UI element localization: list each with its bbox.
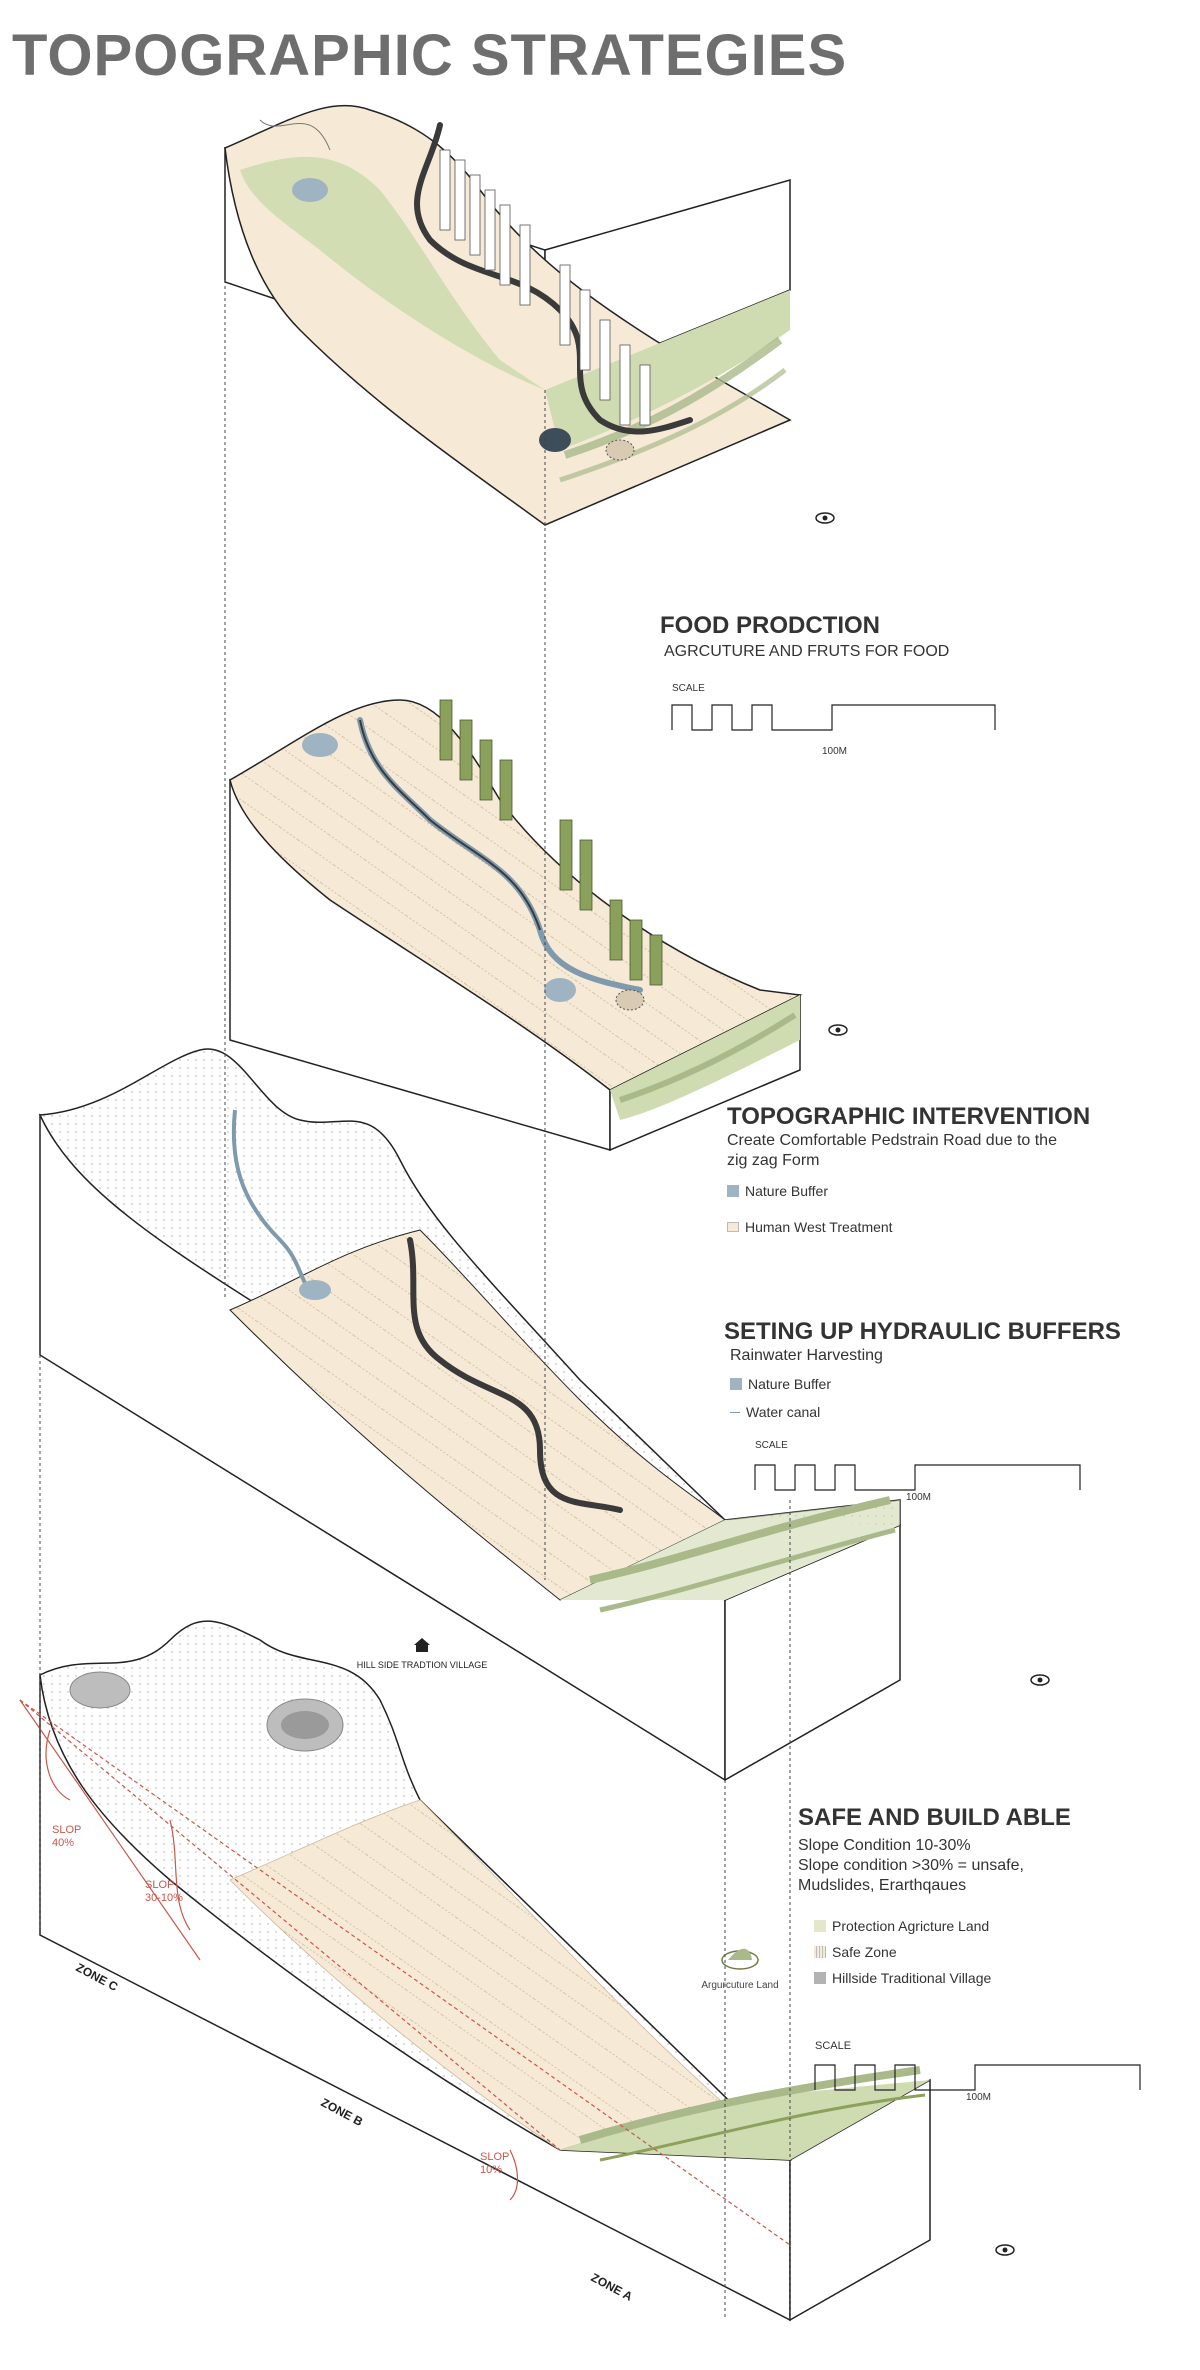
food-scale-distance: 100M: [822, 746, 848, 757]
safe-scale-label: SCALE: [815, 2040, 852, 2052]
legend-label: Nature Buffer: [748, 1376, 832, 1392]
block3-road: [407, 1237, 623, 1513]
scale-bar-2: [754, 1464, 1081, 1491]
zone-a-label: ZONE A: [589, 2270, 636, 2304]
hydraulic-scale-distance: 100M: [906, 1492, 932, 1503]
food-subtitle: AGRCUTURE AND FRUTS FOR FOOD: [664, 643, 950, 660]
slope-40-label-2: 40%: [52, 1837, 74, 1849]
legend-human-west: Human West Treatment: [727, 1219, 1187, 1235]
nature-buffer-swatch: [727, 1185, 739, 1197]
block2-buildings: [439, 699, 663, 986]
slope-30-label-2: 30-10%: [145, 1892, 183, 1904]
eye-icon: [815, 512, 835, 524]
safe-line-1: Slope Condition 10-30%: [798, 1837, 971, 1854]
slope-10-label-2: 10%: [480, 2164, 502, 2176]
legend-label: Nature Buffer: [745, 1183, 829, 1199]
legend-label: Protection Agricture Land: [832, 1918, 990, 1934]
legend-label: Water canal: [746, 1404, 821, 1420]
block2-terrain: [229, 699, 803, 1091]
protection-swatch: [814, 1920, 826, 1932]
legend-nature-buffer-2: Nature Buffer: [730, 1376, 1194, 1392]
safe-line-3: Mudslides, Erarthqaues: [798, 1877, 967, 1894]
food-heading: FOOD PRODCTION: [660, 612, 880, 639]
intervention-heading: TOPOGRAPHIC INTERVENTION: [727, 1103, 1091, 1130]
nature-buffer-swatch: [730, 1378, 742, 1390]
block1-orchard: [240, 156, 545, 390]
village-label: HILL SIDE TRADTION VILLAGE: [357, 1660, 488, 1670]
page-title: TOPOGRAPHIC STRATEGIES: [12, 23, 848, 88]
food-scale-label: SCALE: [672, 683, 705, 694]
projection-lines: [39, 280, 791, 2320]
safe-line-2: Slope condition >30% = unsafe,: [798, 1857, 1024, 1874]
agriculture-label: Argurcuture Land: [701, 1980, 778, 1991]
block1-reservoir: [539, 428, 571, 452]
legend-nature-buffer: Nature Buffer: [727, 1183, 1187, 1199]
block4-village-zone: [69, 1671, 131, 1709]
block-intervention: [38, 1048, 1050, 1782]
intervention-subtitle-1: Create Comfortable Pedstrain Road due to…: [727, 1132, 1057, 1149]
hillside-swatch: [814, 1972, 826, 1984]
block1-buildings: [439, 149, 651, 426]
slope-lines: [19, 1699, 791, 2246]
slope-30-label-1: SLOP: [145, 1879, 174, 1891]
hydraulic-section: SETING UP HYDRAULIC BUFFERS Rainwater Ha…: [724, 1318, 1194, 1420]
scale-bar-3: [814, 2064, 1141, 2091]
slope-40-label-1: SLOP: [52, 1824, 81, 1836]
intervention-section: TOPOGRAPHIC INTERVENTION Create Comforta…: [727, 1103, 1187, 1235]
eye-icon-4: [995, 2244, 1015, 2256]
safe-heading: SAFE AND BUILD ABLE: [798, 1804, 1071, 1831]
block-hydraulic: [229, 699, 848, 1152]
legend-label: Human West Treatment: [745, 1219, 893, 1235]
scale-bar-1: [671, 704, 996, 731]
block1-pond: [292, 178, 328, 202]
legend-label: Hillside Traditional Village: [832, 1970, 992, 1986]
block4-safe-zone: [229, 1799, 721, 2151]
legend-water-canal: Water canal: [730, 1404, 1194, 1420]
block-food-production: [224, 104, 835, 526]
eye-icon-3: [1030, 1674, 1050, 1686]
agriculture-icon: [721, 1948, 759, 1970]
legend-label: Safe Zone: [832, 1944, 897, 1960]
block-safe: [19, 1620, 1015, 2322]
slope-10-label-1: SLOP: [480, 2151, 509, 2163]
hydraulic-subtitle: Rainwater Harvesting: [730, 1347, 883, 1364]
legend-protection: Protection Agricture Land: [814, 1918, 1198, 1934]
house-icon: [414, 1638, 430, 1652]
legend-hillside: Hillside Traditional Village: [814, 1970, 1198, 1986]
intervention-subtitle-2: zig zag Form: [727, 1152, 820, 1169]
block1-fields: [545, 290, 790, 450]
water-canal-swatch: [730, 1411, 740, 1413]
safe-section: SAFE AND BUILD ABLE Slope Condition 10-3…: [798, 1804, 1198, 1986]
legend-safe-zone: Safe Zone: [814, 1944, 1198, 1960]
block3-canal: [231, 1109, 312, 1292]
eye-icon-2: [828, 1024, 848, 1036]
zone-b-label: ZONE B: [319, 2095, 366, 2129]
safe-zone-swatch: [814, 1946, 826, 1958]
food-section: FOOD PRODCTION AGRCUTURE AND FRUTS FOR F…: [660, 612, 1120, 662]
hydraulic-heading: SETING UP HYDRAULIC BUFFERS: [724, 1318, 1121, 1345]
hydraulic-scale-label: SCALE: [755, 1440, 788, 1451]
safe-scale-distance: 100M: [966, 2092, 992, 2103]
human-west-swatch: [727, 1222, 739, 1232]
